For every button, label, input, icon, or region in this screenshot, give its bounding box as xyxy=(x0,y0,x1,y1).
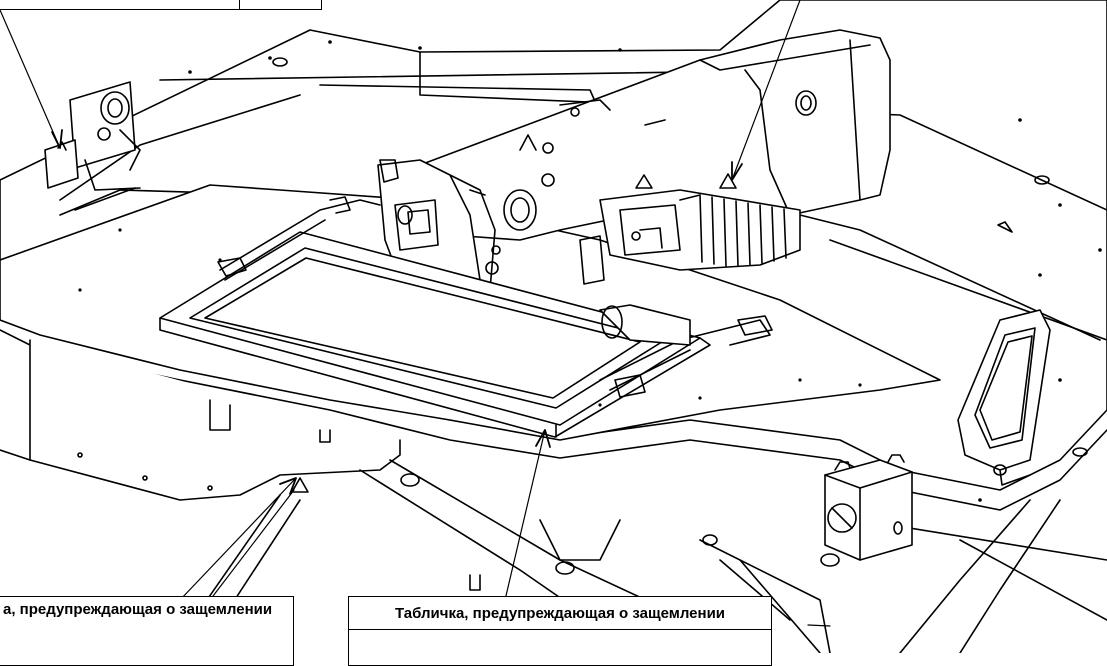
clamp-frame xyxy=(159,196,773,438)
label-text-bottom-center: Табличка, предупреждающая о защемлении xyxy=(349,597,771,630)
leader-line-top-left xyxy=(0,9,61,149)
label-text-bottom-left: а, предупреждающая о защемлении xyxy=(3,601,273,618)
label-box-empty-cell xyxy=(349,633,771,665)
label-box-bottom-left: а, предупреждающая о защемлении xyxy=(0,596,294,666)
warning-triangle-icon xyxy=(635,174,653,189)
machine-stand xyxy=(169,459,1107,653)
leader-lines xyxy=(0,0,831,627)
leader-line-top-right xyxy=(731,0,801,181)
leader-tick xyxy=(807,624,831,627)
power-switch-box xyxy=(824,454,913,561)
label-box-bottom-center: Табличка, предупреждающая о защемлении xyxy=(348,596,772,666)
lower-cabinet xyxy=(0,339,401,501)
feed-mechanism xyxy=(579,189,801,346)
thread-tension-unit xyxy=(44,81,141,191)
operation-panel xyxy=(957,309,1051,486)
warning-triangle-icon xyxy=(291,477,309,493)
leader-line-bottom-center xyxy=(504,429,546,601)
machine-arm xyxy=(419,29,891,241)
label-box-top-left xyxy=(0,0,322,10)
warning-triangle-icon xyxy=(719,173,737,189)
label-box-divider xyxy=(239,0,240,9)
leader-line-bottom-left-a xyxy=(179,477,297,601)
